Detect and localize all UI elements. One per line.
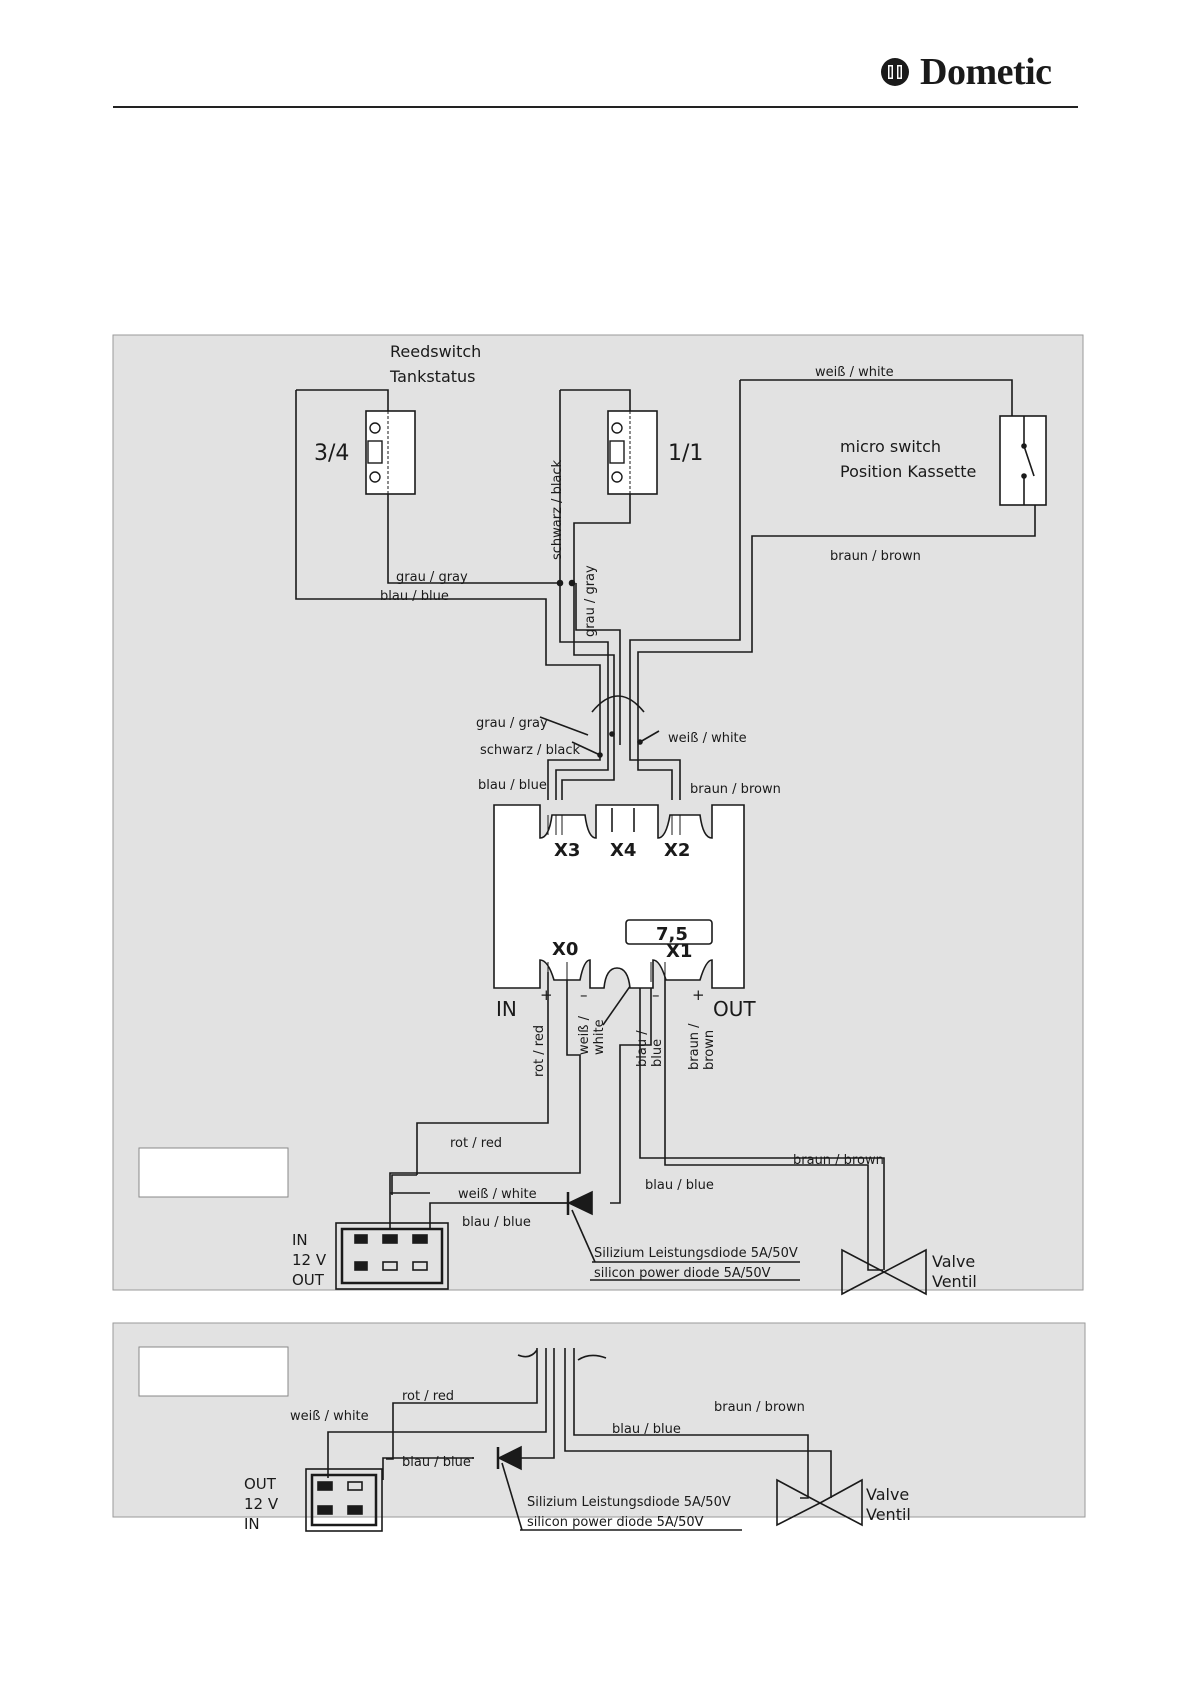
vwire-label-blue: blue [650, 1039, 665, 1067]
b-wire-label-blau-blue-right: blau / blue [612, 1422, 681, 1437]
header-divider [113, 106, 1078, 108]
vwire-label-rot-red: rot / red [532, 1025, 547, 1077]
h-wire-label-blau-blue-right: blau / blue [645, 1178, 714, 1193]
h-wire-label-weiss-white: weiß / white [458, 1187, 537, 1202]
diode-label-de: Silizium Leistungsdiode 5A/50V [594, 1246, 798, 1261]
plus-right: + [692, 986, 705, 1004]
reed-right-label: 1/1 [668, 441, 703, 466]
wire-label-grau-gray-vertical: grau / gray [583, 565, 598, 637]
socket-12v-in-out [335, 1222, 449, 1290]
reedswitch-title: Reedswitch [390, 342, 481, 361]
b-socket-out-label: OUT [244, 1475, 277, 1493]
micro-switch [999, 415, 1047, 506]
labels-bottom: rot / red weiß / white braun / brown bla… [244, 1389, 911, 1533]
bottom-diagram-panel: rot / red weiß / white braun / brown bla… [112, 1322, 1086, 1533]
reedswitch-subtitle: Tankstatus [389, 367, 476, 386]
wire-label-braun-brown: braun / brown [830, 549, 921, 564]
brand-name: Dometic [920, 51, 1052, 93]
micro-switch-position-label: Position Kassette [840, 462, 976, 481]
blank-label-box-bottom [138, 1346, 289, 1397]
vwire-label-brown: brown [702, 1030, 717, 1070]
wires-top [295, 379, 1036, 1296]
b-wire-label-weiss-white: weiß / white [290, 1409, 369, 1424]
blank-label-box [138, 1147, 289, 1198]
fuse-label: 7,5 [656, 924, 688, 945]
reed-left-label: 3/4 [314, 441, 349, 466]
brand-logo: Dometic [880, 50, 1052, 94]
minus-right: – [652, 986, 660, 1004]
wire-label-blau-blue: blau / blue [380, 589, 449, 604]
vwire-label-white: white [592, 1019, 607, 1055]
labels-top: Reedswitch Tankstatus 3/4 1/1 micro swit… [292, 342, 977, 1291]
bundle-label-schwarz-black: schwarz / black [480, 743, 581, 758]
connector-x0: X0 [552, 939, 578, 960]
reed-switch-3-4 [365, 410, 416, 495]
valve-label-de: Ventil [932, 1272, 977, 1291]
bundle-label-braun-brown: braun / brown [690, 782, 781, 797]
b-wire-label-blau-blue-left: blau / blue [402, 1455, 471, 1470]
b-valve-label-de: Ventil [866, 1505, 911, 1524]
top-diagram-panel: Reedswitch Tankstatus 3/4 1/1 micro swit… [112, 334, 1084, 1296]
b-socket-in-label: IN [244, 1515, 260, 1533]
wire-label-weiss-white: weiß / white [815, 365, 894, 380]
h-wire-label-braun-brown: braun / brown [793, 1153, 884, 1168]
h-wire-label-blau-blue-left: blau / blue [462, 1215, 531, 1230]
plus-left: + [540, 986, 553, 1004]
micro-switch-label: micro switch [840, 437, 941, 456]
reed-switch-1-1 [607, 410, 658, 495]
wire-label-grau-gray: grau / gray [396, 570, 468, 585]
wires-bottom [327, 1348, 863, 1531]
bundle-label-blau-blue: blau / blue [478, 778, 547, 793]
wire-label-schwarz-black-vertical: schwarz / black [550, 459, 565, 560]
connector-x2: X2 [664, 840, 690, 861]
connector-x3: X3 [554, 840, 580, 861]
b-valve-label-en: Valve [866, 1485, 909, 1504]
bundle-label-grau-gray: grau / gray [476, 716, 548, 731]
out-label: OUT [713, 997, 756, 1021]
b-wire-label-braun-brown: braun / brown [714, 1400, 805, 1415]
b-wire-label-rot-red: rot / red [402, 1389, 454, 1404]
socket-in-label: IN [292, 1231, 308, 1249]
in-label: IN [496, 997, 517, 1021]
connector-x4: X4 [610, 840, 636, 861]
valve-label-en: Valve [932, 1252, 975, 1271]
socket-12v-label: 12 V [292, 1251, 327, 1269]
connector-pins [547, 815, 681, 982]
vwire-label-weiss: weiß / [577, 1015, 592, 1055]
b-diode-label-de: Silizium Leistungsdiode 5A/50V [527, 1495, 731, 1510]
dometic-logo-icon [881, 58, 909, 86]
b-socket-12v-label: 12 V [244, 1495, 279, 1513]
control-unit [493, 804, 745, 989]
socket-out-label: OUT [292, 1271, 325, 1289]
minus-left: – [580, 986, 588, 1004]
bundle-label-weiss-white: weiß / white [668, 731, 747, 746]
b-diode-label-en: silicon power diode 5A/50V [527, 1515, 704, 1530]
connector-x1: X1 [666, 941, 692, 962]
socket-12v-out-in [305, 1468, 383, 1532]
diode-label-en: silicon power diode 5A/50V [594, 1266, 771, 1281]
h-wire-label-rot-red: rot / red [450, 1136, 502, 1151]
vwire-label-blau: blau / [635, 1030, 650, 1067]
vwire-label-braun: braun / [687, 1023, 702, 1070]
